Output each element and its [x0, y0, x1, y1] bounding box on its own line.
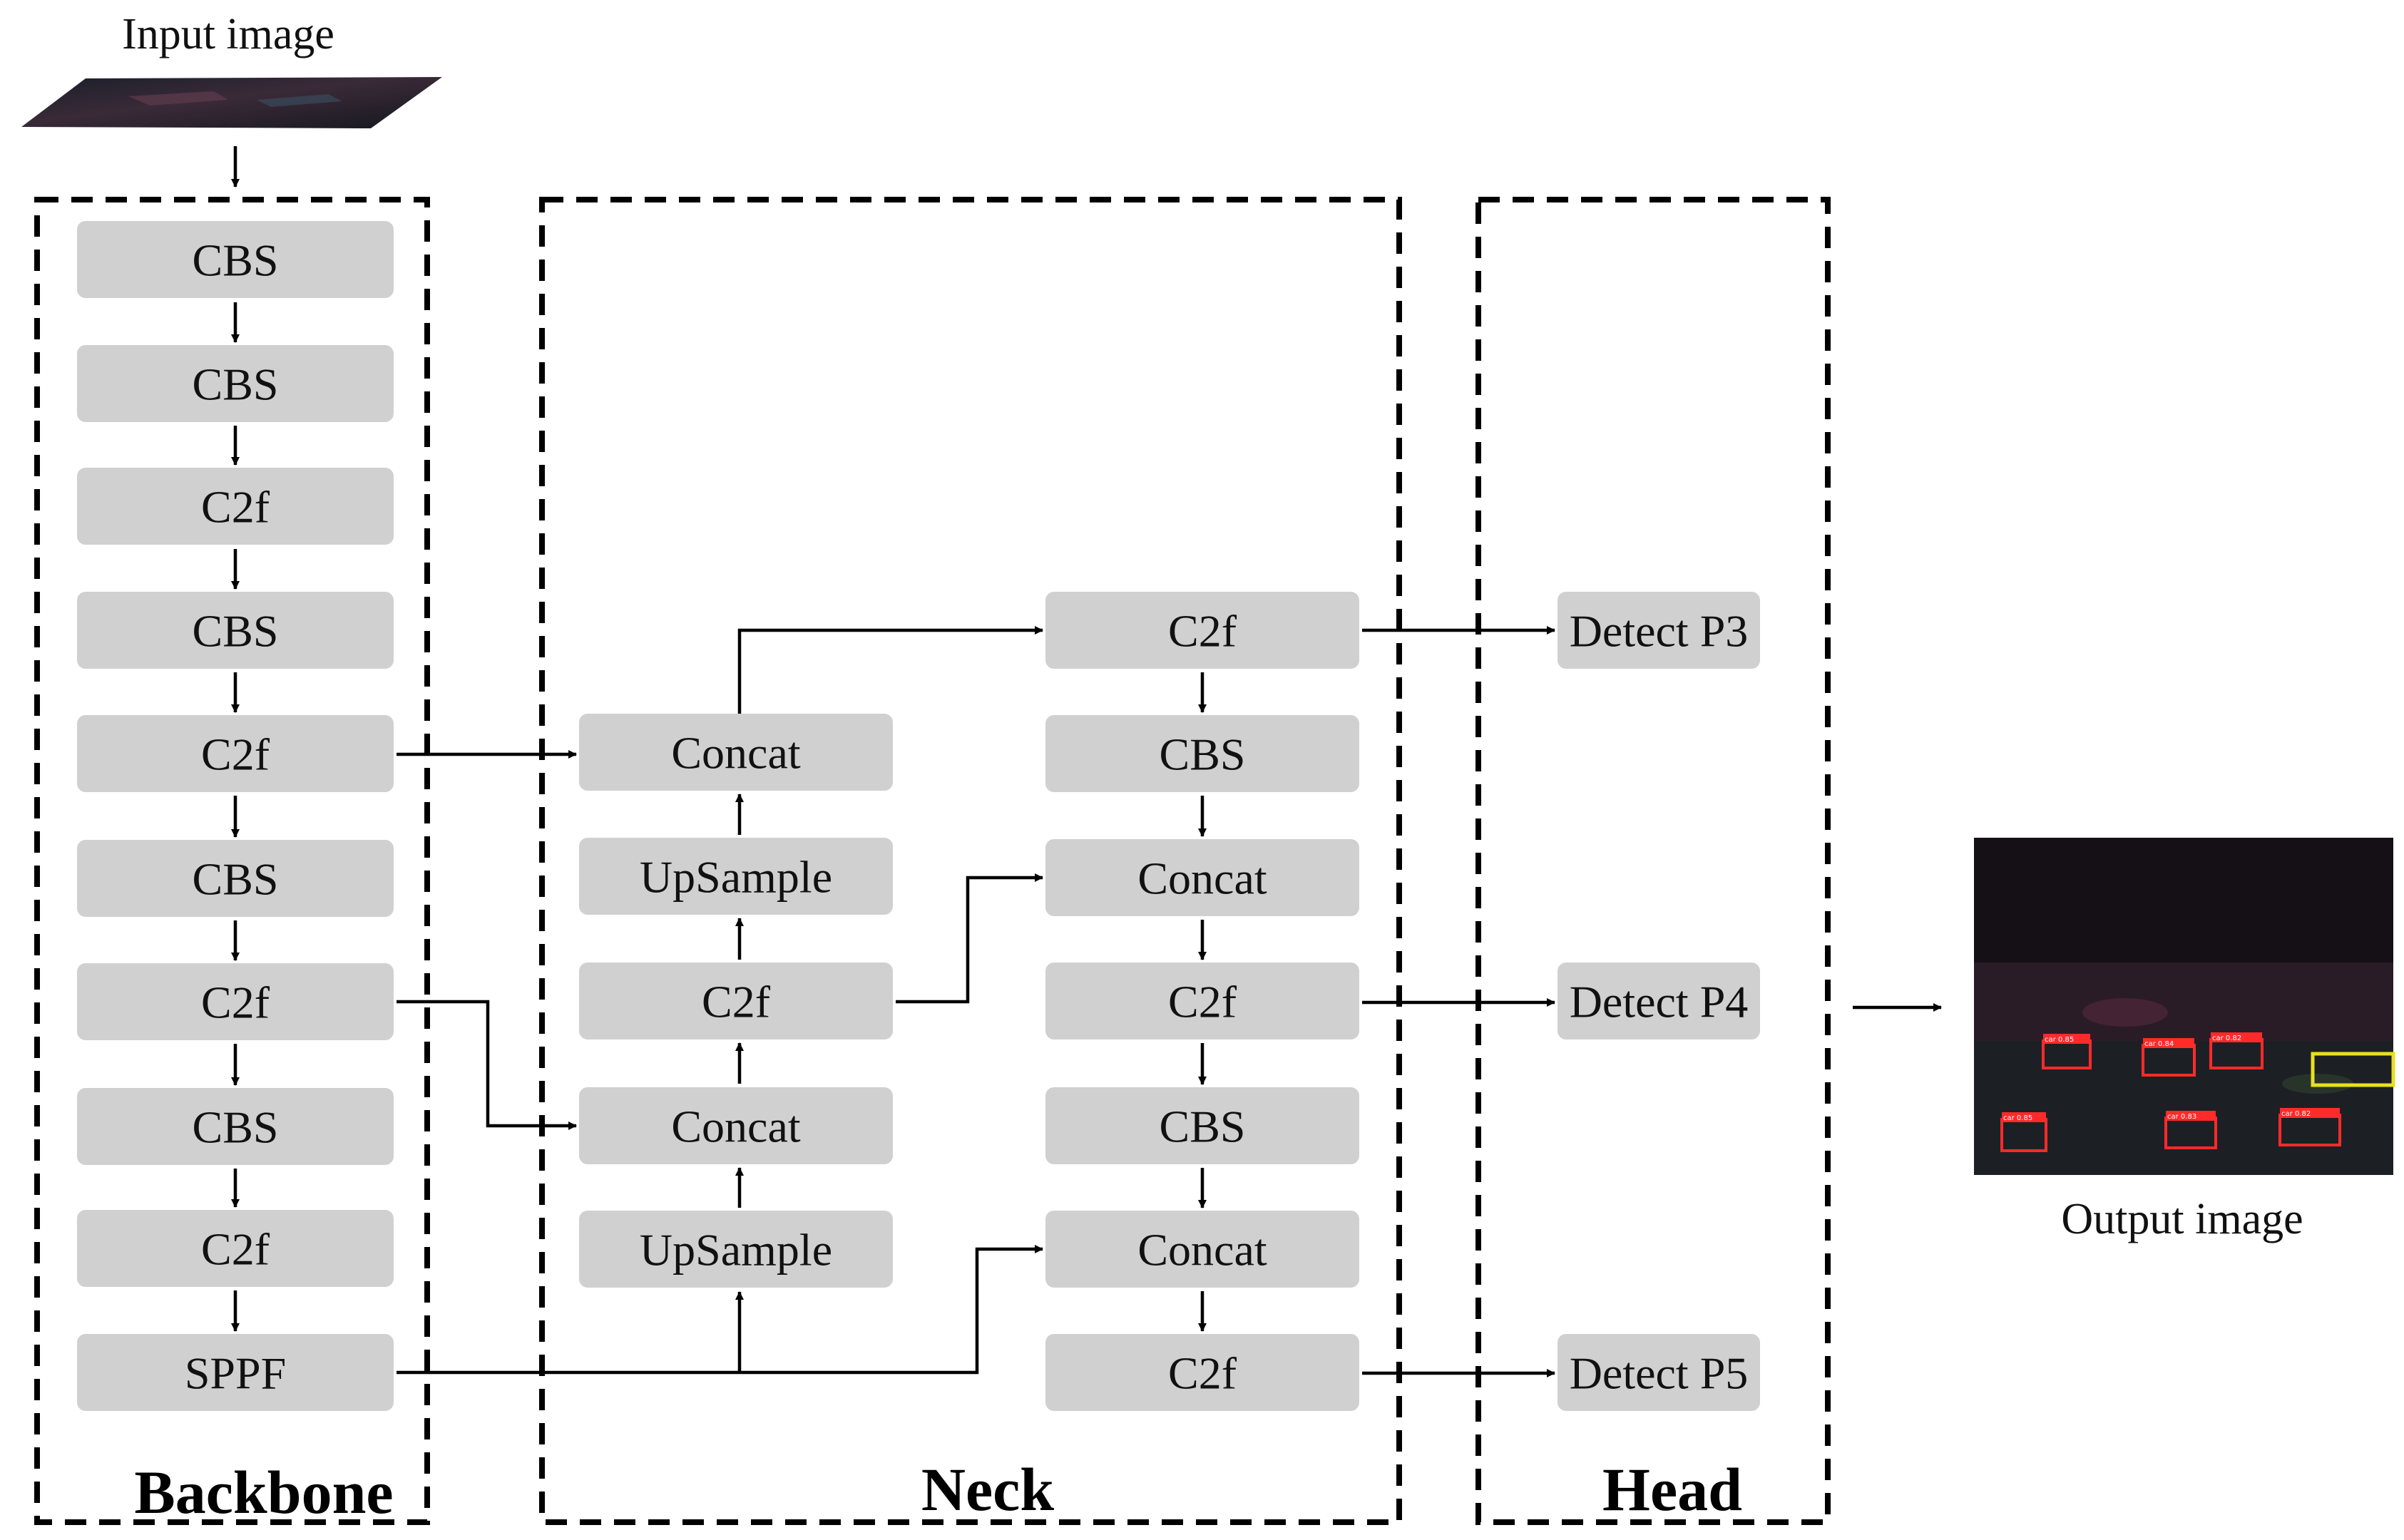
svg-text:Detect P5: Detect P5 — [1570, 1348, 1749, 1399]
head-column: Detect P3 Detect P4 Detect P5 — [1558, 592, 1760, 1411]
detect-p5: Detect P5 — [1558, 1334, 1760, 1411]
detect-p4: Detect P4 — [1558, 962, 1760, 1040]
detection-box-6: car 0.82 — [2278, 1108, 2341, 1146]
svg-text:car 0.83: car 0.83 — [2167, 1113, 2196, 1121]
svg-text:SPPF: SPPF — [185, 1348, 286, 1399]
neck-label: Neck — [921, 1455, 1054, 1524]
svg-text:C2f: C2f — [201, 1224, 270, 1275]
svg-text:car 0.82: car 0.82 — [2281, 1110, 2311, 1118]
neck-right-column: C2f CBS Concat C2f CBS Concat C2f — [1045, 592, 1359, 1411]
svg-text:CBS: CBS — [193, 359, 279, 410]
svg-text:CBS: CBS — [1160, 729, 1246, 780]
backbone-block-10: SPPF — [77, 1334, 394, 1411]
detect-p3: Detect P3 — [1558, 592, 1760, 669]
svg-text:C2f: C2f — [702, 977, 771, 1027]
svg-text:CBS: CBS — [193, 854, 279, 905]
svg-text:Detect P4: Detect P4 — [1570, 977, 1749, 1027]
svg-text:CBS: CBS — [193, 606, 279, 657]
connections — [397, 626, 1942, 1377]
backbone-block-7: C2f — [77, 963, 394, 1040]
neck-c2f-left: C2f — [579, 962, 893, 1040]
neck-right-c2f-2: C2f — [1045, 962, 1359, 1040]
svg-text:C2f: C2f — [1168, 977, 1237, 1027]
output-image-caption: Output image — [2061, 1195, 2303, 1243]
svg-text:C2f: C2f — [1168, 606, 1237, 657]
svg-text:C2f: C2f — [1168, 1348, 1237, 1399]
backbone-block-5: C2f — [77, 715, 394, 792]
head-frame — [1475, 197, 1831, 1525]
svg-text:Concat: Concat — [1137, 853, 1267, 904]
detection-box-4: car 0.85 — [2000, 1112, 2047, 1152]
neck-right-concat-1: Concat — [1045, 839, 1359, 916]
neck-upsample-bottom: UpSample — [579, 1211, 893, 1288]
svg-text:C2f: C2f — [201, 729, 270, 780]
neck-right-cbs-1: CBS — [1045, 715, 1359, 792]
svg-text:car 0.84: car 0.84 — [2144, 1040, 2174, 1048]
detection-box-2: car 0.84 — [2142, 1038, 2196, 1077]
head-label: Head — [1602, 1455, 1742, 1524]
neck-upsample-top: UpSample — [579, 838, 893, 915]
backbone-block-8: CBS — [77, 1088, 394, 1165]
detection-box-yellow — [2311, 1052, 2395, 1087]
neck-concat-bottom: Concat — [579, 1087, 893, 1164]
svg-text:C2f: C2f — [201, 482, 270, 533]
neck-left-column: Concat UpSample C2f Concat UpSample — [579, 714, 893, 1288]
backbone-column: CBS CBS C2f CBS C2f CBS C2f CBS C2f SPPF — [77, 221, 394, 1411]
svg-text:Detect P3: Detect P3 — [1570, 606, 1749, 657]
svg-text:CBS: CBS — [193, 235, 279, 286]
svg-text:car 0.85: car 0.85 — [2003, 1114, 2032, 1122]
svg-text:CBS: CBS — [193, 1102, 279, 1153]
svg-text:CBS: CBS — [1160, 1102, 1246, 1152]
neck-frame — [539, 197, 1402, 1525]
neck-right-concat-2: Concat — [1045, 1211, 1359, 1288]
neck-right-c2f-3: C2f — [1045, 1334, 1359, 1411]
neck-right-c2f-1: C2f — [1045, 592, 1359, 669]
svg-text:UpSample: UpSample — [640, 852, 832, 903]
svg-text:UpSample: UpSample — [640, 1225, 832, 1275]
svg-text:Concat: Concat — [671, 728, 801, 779]
input-image-caption: Input image — [122, 10, 334, 58]
backbone-block-4: CBS — [77, 592, 394, 669]
svg-text:car 0.82: car 0.82 — [2212, 1035, 2241, 1042]
neck-right-cbs-2: CBS — [1045, 1087, 1359, 1164]
output-image: car 0.85 car 0.84 car 0.82 car 0.85 car … — [1974, 838, 2395, 1175]
svg-text:C2f: C2f — [201, 977, 270, 1028]
detection-box-5: car 0.83 — [2164, 1111, 2217, 1149]
input-image — [21, 77, 442, 128]
neck-concat-top: Concat — [579, 714, 893, 791]
backbone-label: Backbone — [134, 1458, 393, 1526]
backbone-block-1: CBS — [77, 221, 394, 298]
detection-box-3: car 0.82 — [2209, 1032, 2264, 1069]
backbone-block-2: CBS — [77, 345, 394, 422]
backbone-block-9: C2f — [77, 1210, 394, 1287]
backbone-block-3: C2f — [77, 468, 394, 545]
backbone-block-6: CBS — [77, 840, 394, 917]
svg-text:Concat: Concat — [1137, 1225, 1267, 1275]
svg-text:Concat: Concat — [671, 1102, 801, 1152]
svg-text:car 0.85: car 0.85 — [2045, 1036, 2074, 1044]
detection-box-1: car 0.85 — [2042, 1034, 2092, 1069]
